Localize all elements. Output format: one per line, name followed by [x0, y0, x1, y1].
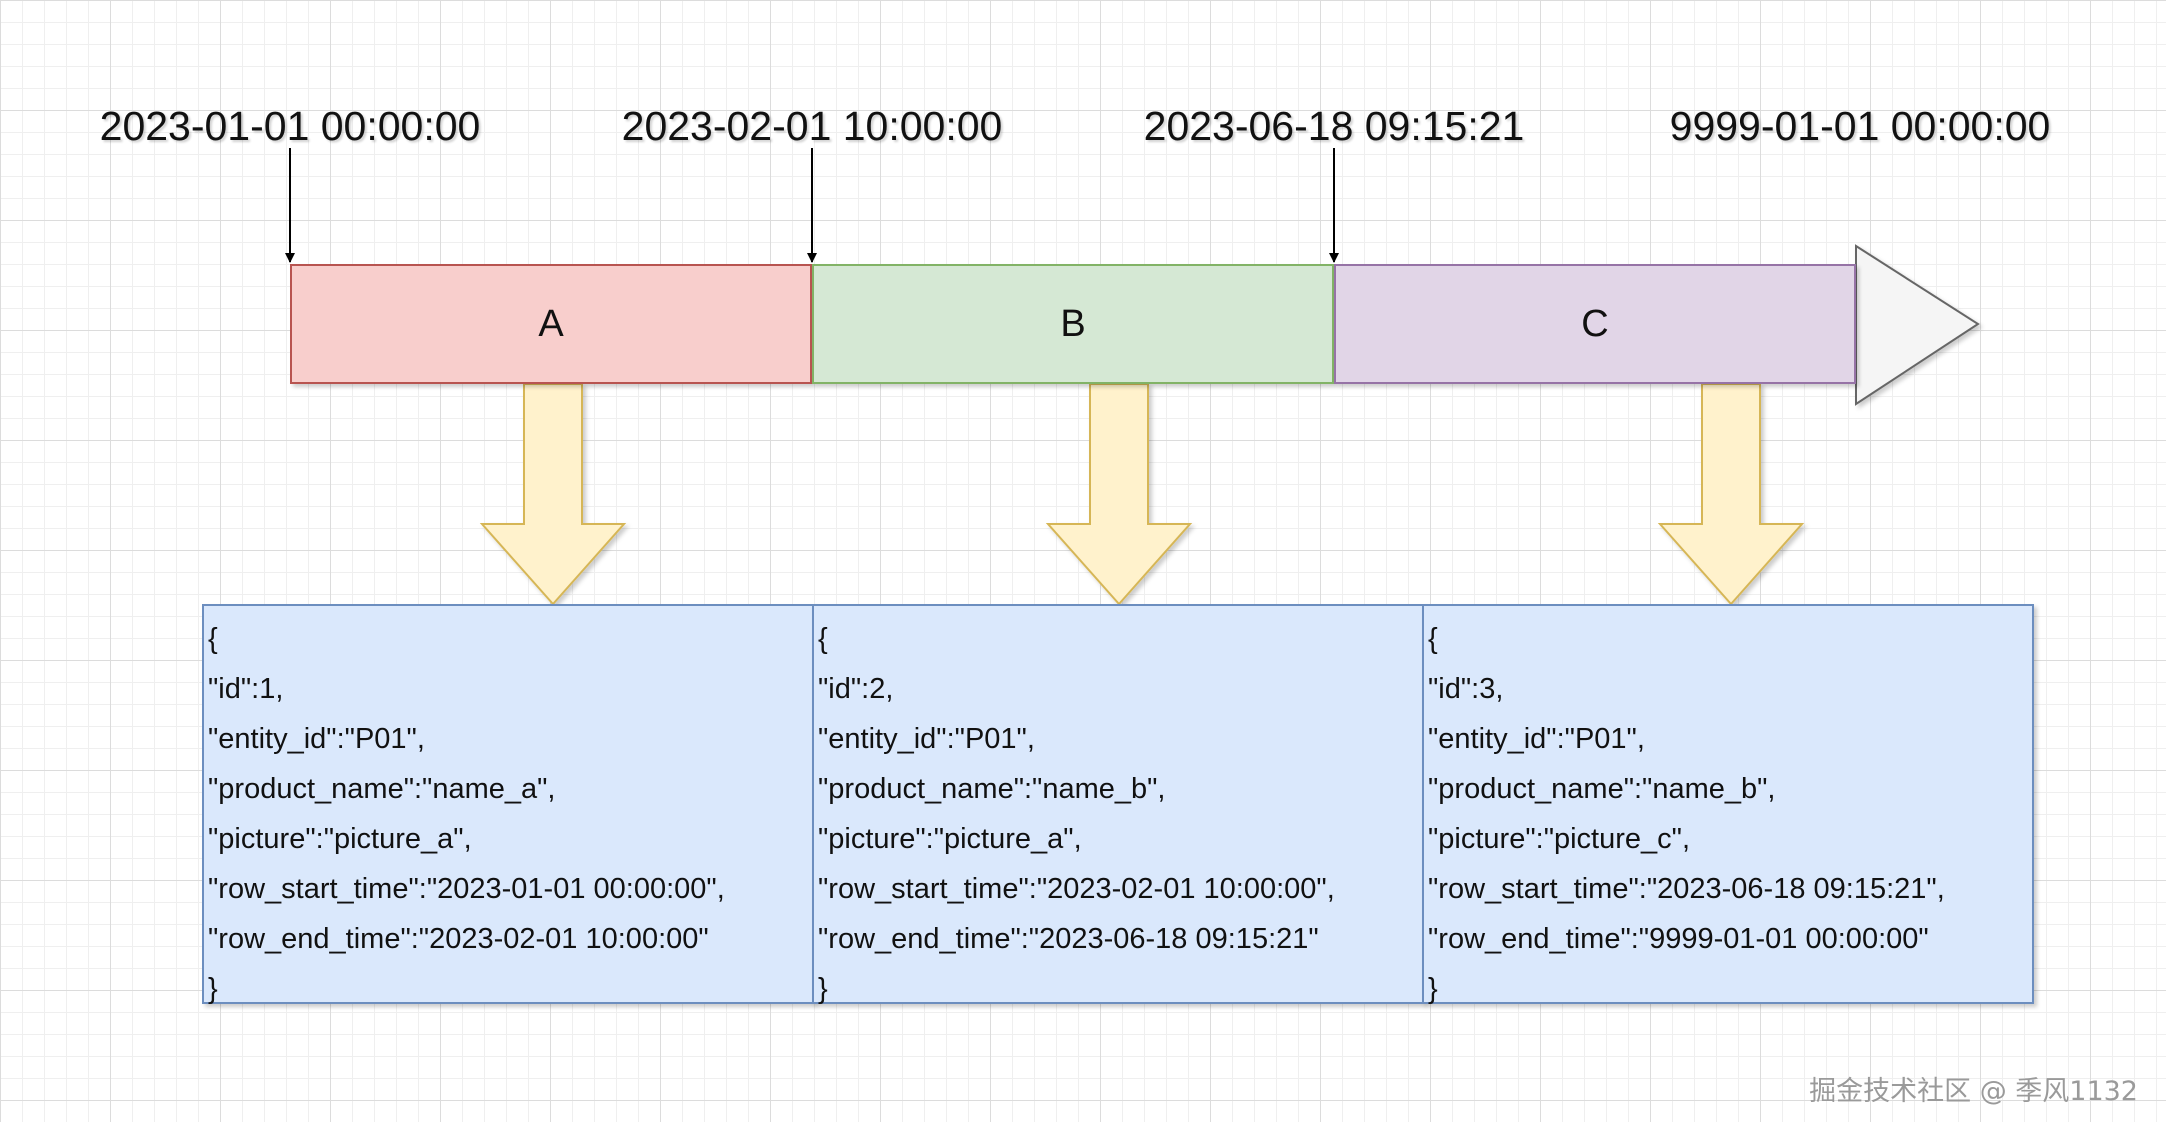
record-card-3: { "id":3, "entity_id":"P01", "product_na… — [1422, 604, 2034, 1005]
record-open-brace: { — [208, 623, 218, 655]
record-field-row-end-time: "row_end_time":"9999-01-01 00:00:00" — [1428, 923, 1929, 955]
record-field-row-end-time: "row_end_time":"2023-02-01 10:00:00" — [208, 923, 709, 955]
record-field-row-start-time: "row_start_time":"2023-02-01 10:00:00", — [818, 873, 1335, 905]
record-field-row-start-time: "row_start_time":"2023-01-01 00:00:00", — [208, 873, 725, 905]
record-open-brace: { — [1428, 623, 1438, 655]
connector-arrow-a — [479, 383, 627, 606]
record-close-brace: } — [208, 973, 218, 1005]
segment-label-b: B — [1060, 302, 1086, 345]
timestamp-label-3: 2023-06-18 09:15:21 — [1143, 103, 1525, 149]
connector-arrow-c — [1657, 383, 1805, 606]
timestamp-label-1: 2023-01-01 00:00:00 — [99, 103, 481, 149]
record-card-1: { "id":1, "entity_id":"P01", "product_na… — [202, 604, 814, 1005]
record-field-picture: "picture":"picture_a", — [818, 823, 1082, 855]
record-field-picture: "picture":"picture_c", — [1428, 823, 1691, 855]
record-field-id: "id":2, — [818, 673, 894, 705]
record-field-entity-id: "entity_id":"P01", — [818, 723, 1035, 755]
record-open-brace: { — [818, 623, 828, 655]
timeline-arrowhead — [1855, 244, 1980, 406]
record-field-product-name: "product_name":"name_b", — [1428, 773, 1776, 805]
record-field-entity-id: "entity_id":"P01", — [208, 723, 425, 755]
timeline-segment-c: C — [1334, 264, 1856, 384]
record-field-entity-id: "entity_id":"P01", — [1428, 723, 1645, 755]
timestamp-label-2: 2023-02-01 10:00:00 — [621, 103, 1003, 149]
record-field-id: "id":1, — [208, 673, 284, 705]
record-field-product-name: "product_name":"name_a", — [208, 773, 556, 805]
record-field-row-start-time: "row_start_time":"2023-06-18 09:15:21", — [1428, 873, 1945, 905]
record-field-picture: "picture":"picture_a", — [208, 823, 472, 855]
record-close-brace: } — [818, 973, 828, 1005]
record-card-2: { "id":2, "entity_id":"P01", "product_na… — [812, 604, 1424, 1005]
record-field-id: "id":3, — [1428, 673, 1504, 705]
timeline-segment-b: B — [812, 264, 1334, 384]
record-field-row-end-time: "row_end_time":"2023-06-18 09:15:21" — [818, 923, 1319, 955]
connector-arrow-b — [1045, 383, 1193, 606]
segment-label-a: A — [538, 302, 564, 345]
segment-label-c: C — [1581, 302, 1609, 345]
record-field-product-name: "product_name":"name_b", — [818, 773, 1166, 805]
timeline-segment-a: A — [290, 264, 812, 384]
timestamp-label-4: 9999-01-01 00:00:00 — [1669, 103, 2051, 149]
watermark: 掘金技术社区 @ 季风1132 — [1809, 1076, 2138, 1107]
record-close-brace: } — [1428, 973, 1438, 1005]
